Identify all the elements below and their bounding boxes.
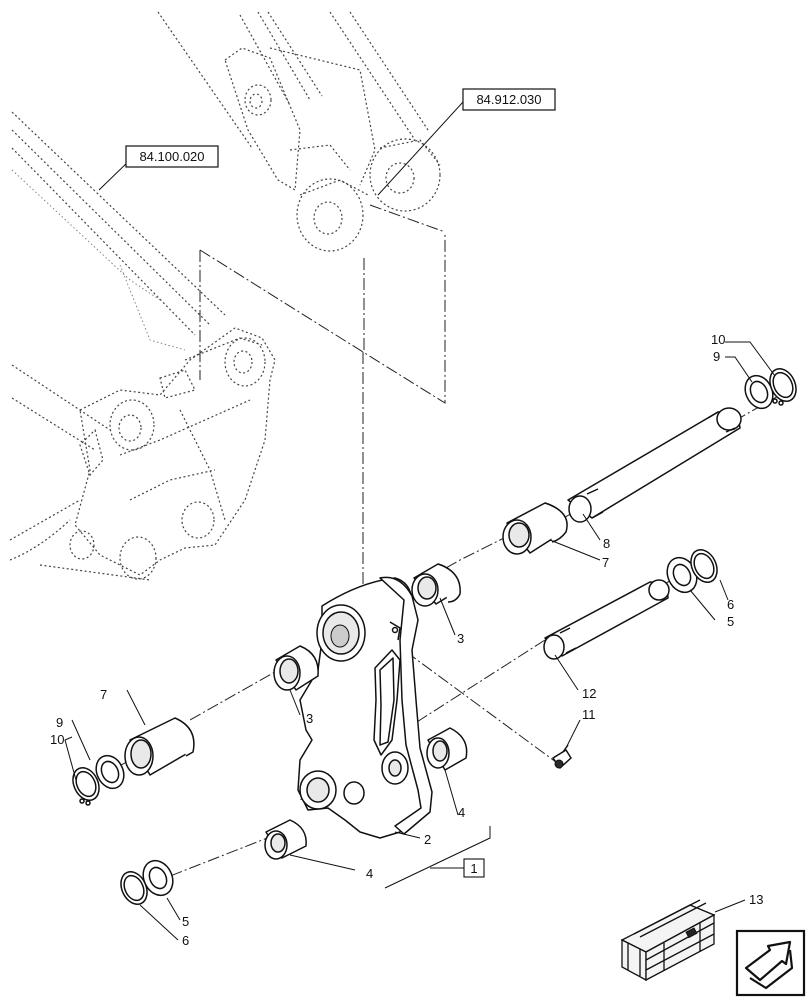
callout-5: 5	[727, 614, 734, 629]
callout-6: 6	[182, 933, 189, 948]
callout-4: 4	[458, 805, 465, 820]
pin-alignment-lines	[94, 204, 781, 881]
snap-ring-10-top	[769, 368, 797, 406]
bushing-7-upper	[502, 502, 568, 555]
bushing-upper-right	[411, 563, 461, 607]
reference-box-84-100-020[interactable]: 84.100.020	[125, 145, 219, 168]
pin-long	[567, 407, 742, 523]
callout-10: 10	[50, 732, 64, 747]
callout-3: 3	[306, 711, 313, 726]
link-body	[297, 576, 433, 839]
boom-ghost-outline	[9, 11, 441, 581]
snap-ring-10-left	[72, 767, 100, 806]
snap-ring-6-right	[690, 549, 718, 583]
callout-6: 6	[727, 597, 734, 612]
svg-text:1: 1	[470, 861, 477, 876]
callout-10: 10	[711, 332, 725, 347]
callout-13: 13	[749, 892, 763, 907]
callout-7: 7	[100, 687, 107, 702]
bushing-upper-left	[273, 645, 319, 691]
grease-fitting	[552, 744, 572, 769]
callout-3: 3	[457, 631, 464, 646]
kit-marker-box: 1	[463, 858, 485, 878]
bushing-7-lower	[124, 717, 195, 776]
callout-7: 7	[602, 555, 609, 570]
washer-9-top	[744, 374, 774, 410]
crate-icon	[620, 899, 716, 982]
callout-11: 11	[582, 707, 596, 722]
callout-numbers: 2 3 3 4 4 5 5 6 6 7 7 8 9 9 10 10 11 12 …	[50, 332, 763, 948]
callout-8: 8	[603, 536, 610, 551]
reference-box-84-912-030[interactable]: 84.912.030	[462, 88, 556, 111]
callout-12: 12	[582, 686, 596, 701]
bushing-lower-right	[426, 727, 468, 771]
washer-5-right	[666, 556, 698, 594]
pin-short	[543, 579, 670, 660]
svg-text:84.912.030: 84.912.030	[476, 92, 541, 107]
kit-bracket	[384, 826, 491, 889]
snap-ring-6-left	[120, 871, 148, 905]
callout-2: 2	[424, 832, 431, 847]
washer-5-left	[142, 859, 174, 897]
callout-5: 5	[182, 914, 189, 929]
callout-9: 9	[713, 349, 720, 364]
bushing-lower-left	[264, 819, 307, 860]
svg-text:84.100.020: 84.100.020	[139, 149, 204, 164]
callout-4: 4	[366, 866, 373, 881]
callout-9: 9	[56, 715, 63, 730]
next-page-arrow-icon[interactable]	[735, 929, 806, 997]
washer-9-left	[95, 754, 125, 790]
